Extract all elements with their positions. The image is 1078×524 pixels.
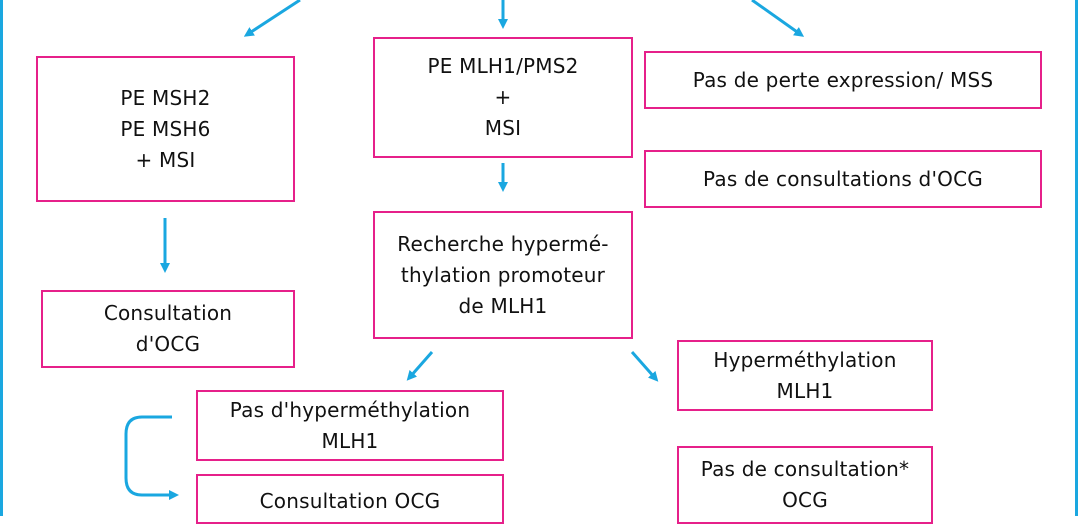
box-consult-ocg-bottom: Consultation OCG xyxy=(196,474,504,524)
box-no-consult-star-ocg: Pas de consultation* OCG xyxy=(677,446,933,524)
box-recherche-label: Recherche hypermé- thylation promoteur d… xyxy=(397,231,609,318)
box-no-hypermethylation-mlh1: Pas d'hyperméthylation MLH1 xyxy=(196,390,504,461)
box-pe-msh2-msh6-msi: PE MSH2 PE MSH6 + MSI xyxy=(36,56,295,202)
box-hypermethylation-mlh1: Hyperméthylation MLH1 xyxy=(677,340,933,411)
box-hypermeth-label: Hyperméthylation MLH1 xyxy=(713,347,897,403)
box-consult-ocg-left-label: Consultation d'OCG xyxy=(103,301,233,356)
arrow-recherche-to-hyper xyxy=(630,351,659,382)
box-consult-ocg-left: Consultation d'OCG xyxy=(41,290,295,368)
box-pe-msh2-label: PE MSH2 PE MSH6 + MSI xyxy=(120,85,211,172)
box-no-loss-expression: Pas de perte expression/ MSS xyxy=(644,51,1042,109)
arrow-curve-nohyper-to-consult xyxy=(124,415,179,500)
box-no-consult-ocg: Pas de consultations d'OCG xyxy=(644,150,1042,208)
box-pe-mlh1-label: PE MLH1/PMS2 + MSI xyxy=(427,54,579,140)
arrow-top-right xyxy=(751,0,805,37)
box-no-consult-ocg-label: Pas de consultations d'OCG xyxy=(703,166,983,191)
box-pe-mlh1-pms2-msi: PE MLH1/PMS2 + MSI xyxy=(373,37,633,158)
box-recherche-hypermethylation: Recherche hypermé- thylation promoteur d… xyxy=(373,211,633,339)
box-no-consult-star-label: Pas de consultation* OCG xyxy=(700,457,910,512)
box-consult-ocg-bottom-label: Consultation OCG xyxy=(259,489,441,513)
arrow-recherche-to-nohyper xyxy=(406,351,434,381)
box-no-hypermeth-label: Pas d'hyperméthylation MLH1 xyxy=(229,397,471,453)
box-no-loss-label: Pas de perte expression/ MSS xyxy=(692,67,994,92)
arrow-top-left xyxy=(243,0,301,37)
